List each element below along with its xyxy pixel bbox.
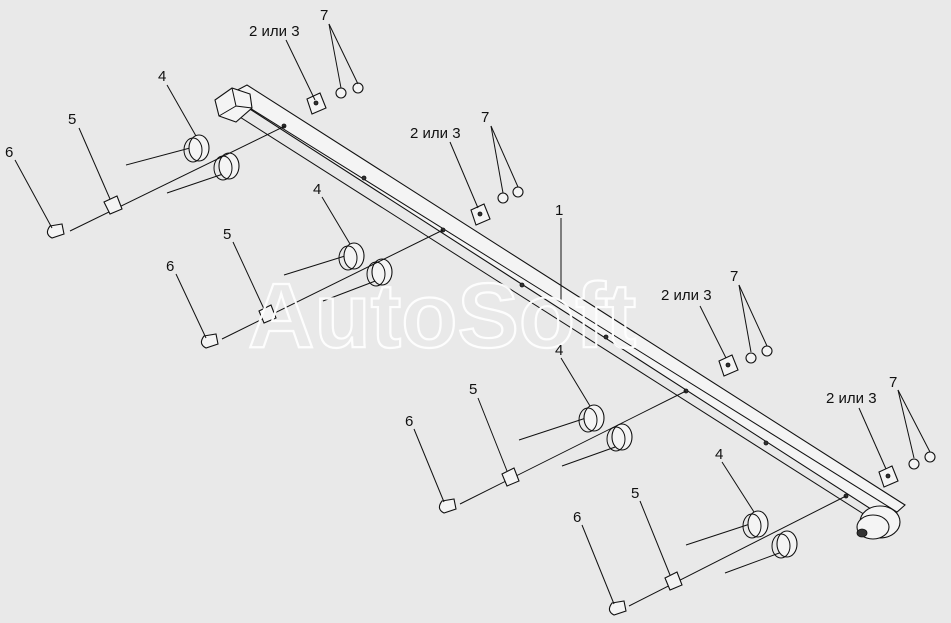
plate-2	[470, 203, 491, 226]
spring-set-1	[46, 125, 286, 239]
leader-lines	[14, 23, 931, 605]
clamp	[501, 467, 520, 487]
label-nut: 7	[481, 109, 489, 126]
label-plate: 2 или 3	[249, 23, 300, 40]
label-nut: 7	[730, 268, 738, 285]
clamp	[103, 195, 123, 215]
plate-3	[718, 354, 739, 377]
label-bolt: 6	[573, 509, 581, 526]
part-labels: 2 или 3 7 4 5 6 2 или 3 7 4 5 6 1 2 или …	[5, 7, 897, 526]
label-nut: 7	[320, 7, 328, 24]
label-nut: 7	[889, 374, 897, 391]
spring-set-4	[608, 495, 847, 616]
label-spring: 4	[715, 446, 723, 463]
bolt	[438, 498, 457, 514]
label-clamp: 5	[68, 111, 76, 128]
watermark: AutoSoft	[248, 265, 636, 367]
bolt	[46, 223, 65, 239]
label-plate: 2 или 3	[410, 125, 461, 142]
label-shaft: 1	[555, 202, 563, 219]
shaft	[214, 84, 906, 540]
spring-set-2	[200, 229, 444, 349]
label-clamp: 5	[469, 381, 477, 398]
spring-set-3	[438, 390, 687, 514]
plate-1	[306, 92, 327, 115]
label-bolt: 6	[166, 258, 174, 275]
label-bolt: 6	[405, 413, 413, 430]
clamp	[258, 304, 277, 324]
bolt	[608, 600, 627, 616]
label-spring: 4	[555, 342, 563, 359]
label-spring: 4	[313, 181, 321, 198]
label-plate: 2 или 3	[661, 287, 712, 304]
clamp	[664, 571, 683, 591]
label-clamp: 5	[631, 485, 639, 502]
nuts	[335, 82, 936, 470]
label-clamp: 5	[223, 226, 231, 243]
plate-4	[878, 465, 899, 488]
label-spring: 4	[158, 68, 166, 85]
label-plate: 2 или 3	[826, 390, 877, 407]
label-bolt: 6	[5, 144, 13, 161]
bolt	[200, 333, 219, 349]
